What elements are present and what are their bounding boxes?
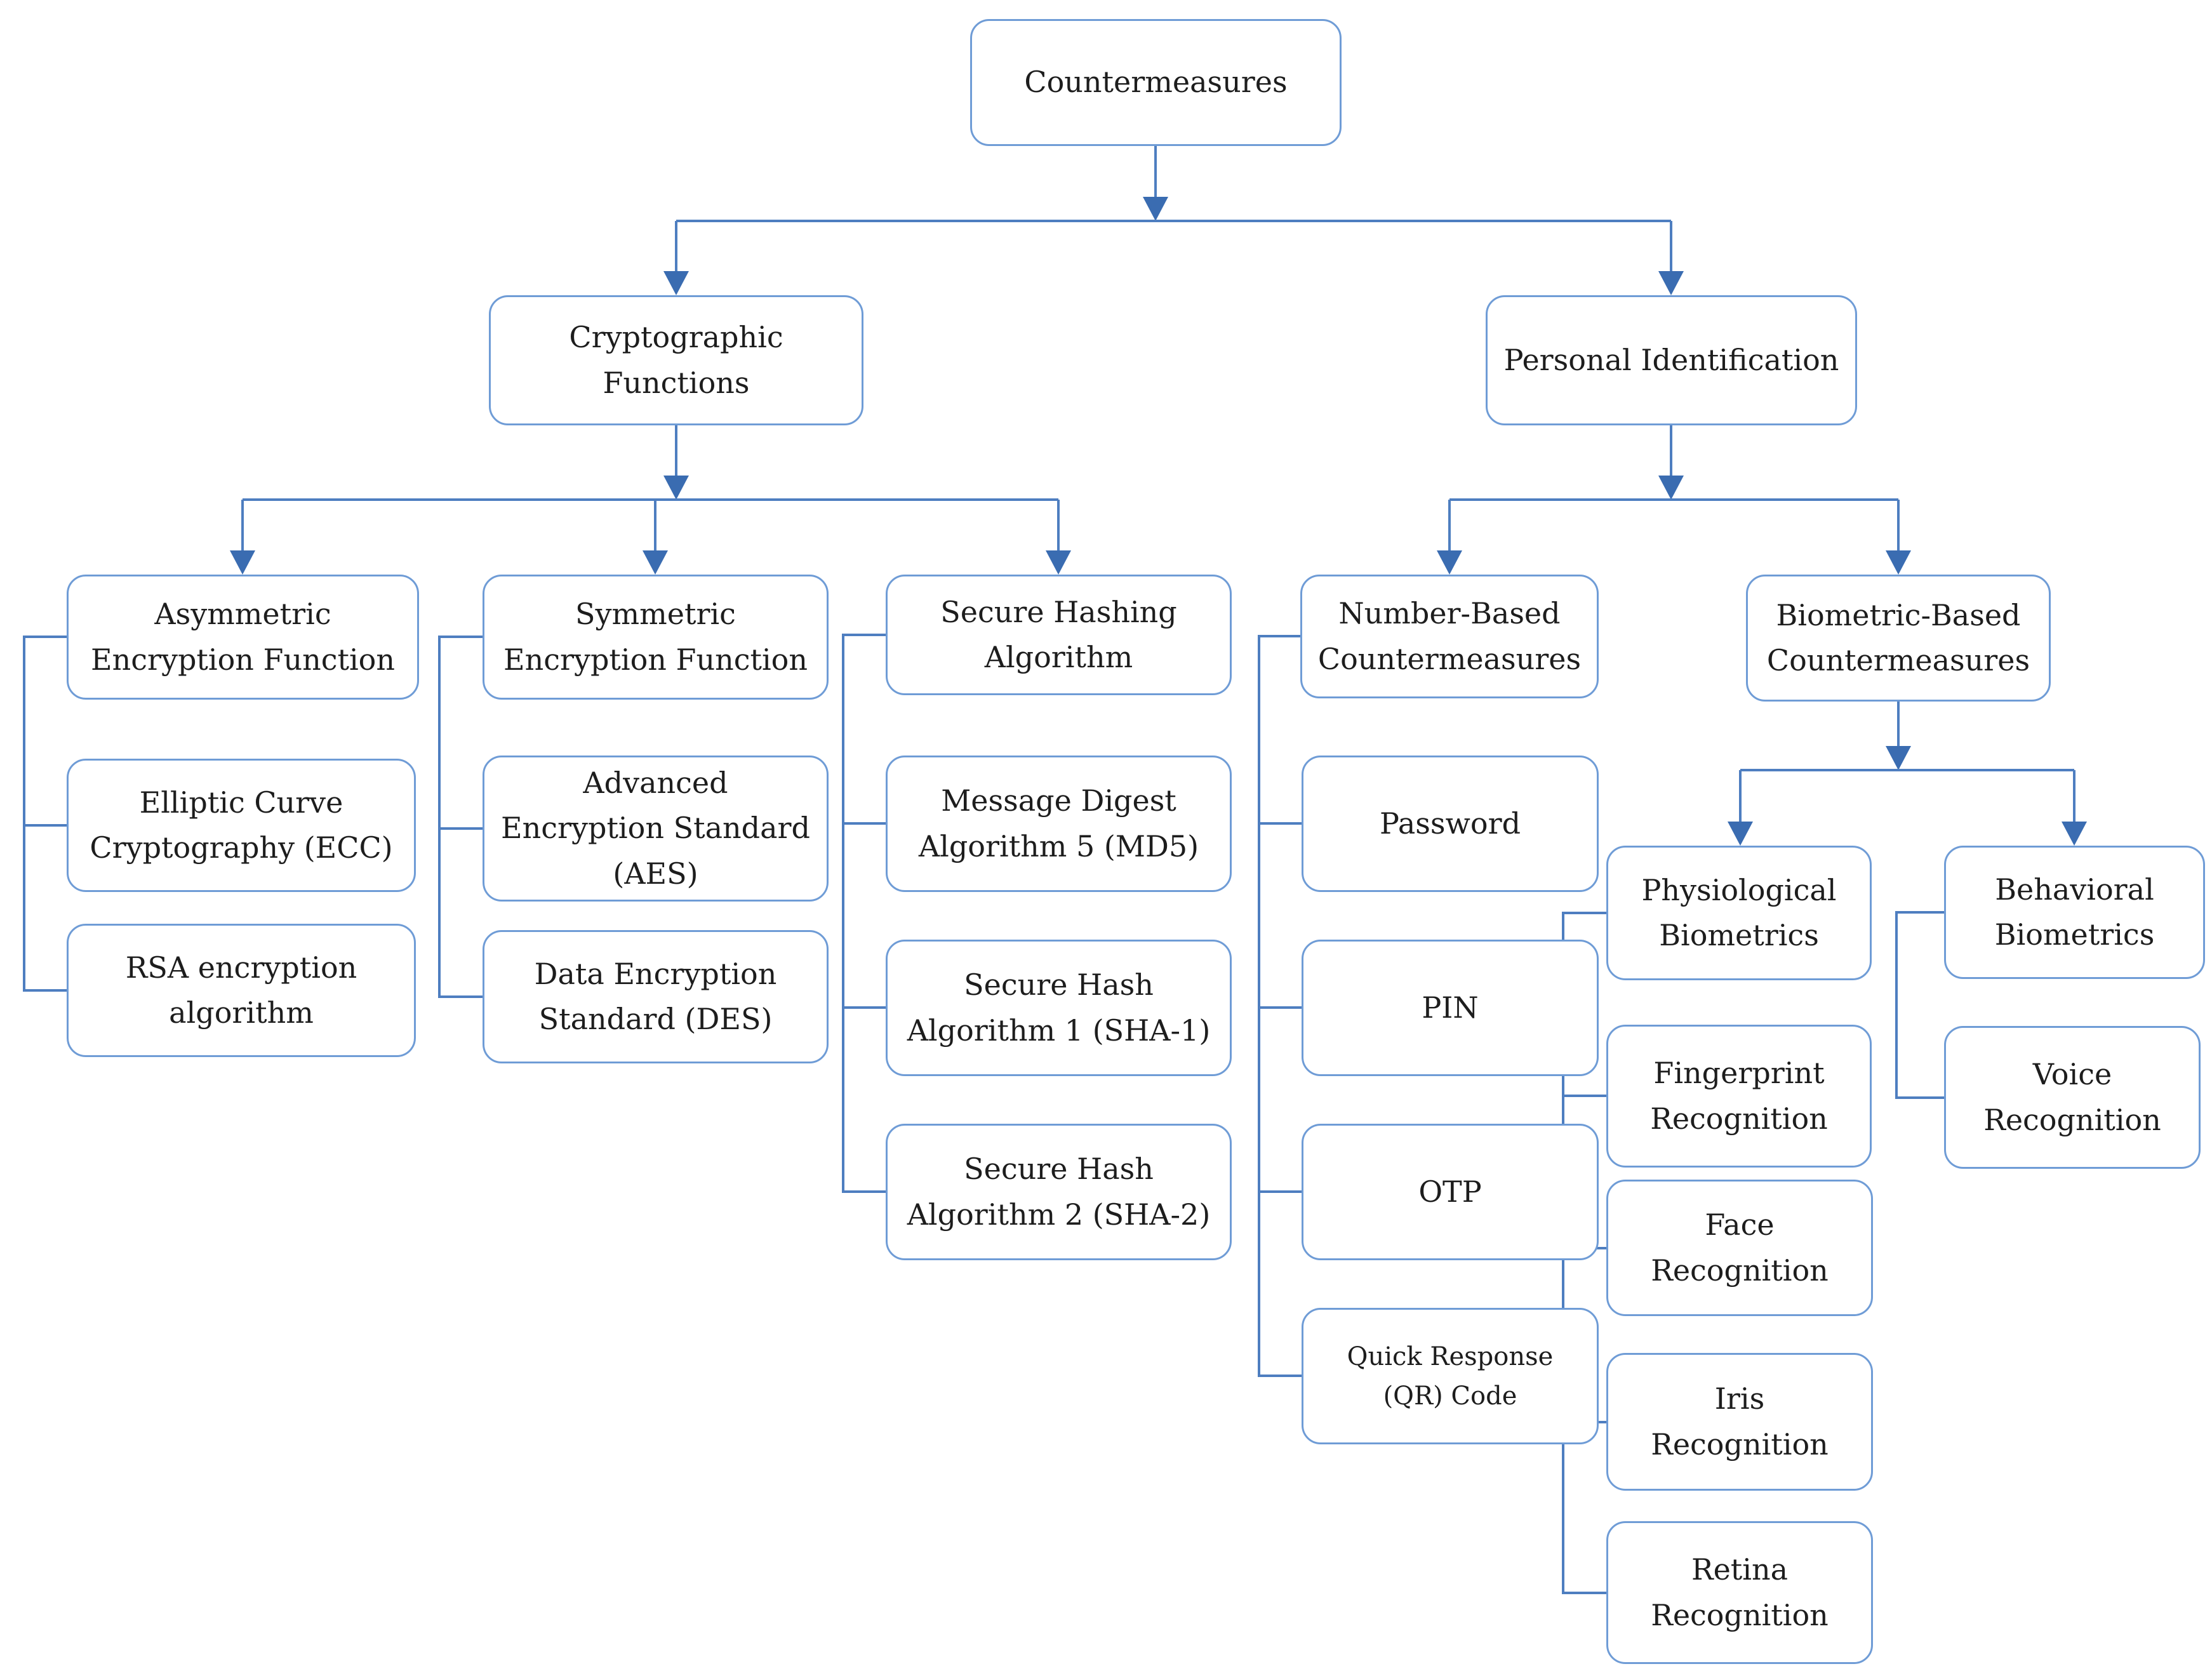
node-advanced-encryption-standard: Advanced Encryption Standard (AES): [483, 756, 829, 902]
connector-asym-bracket: [23, 636, 67, 992]
node-personal-identification: Personal Identification: [1486, 295, 1857, 425]
connector-biometric-split: [1728, 702, 2087, 846]
node-pin: PIN: [1302, 940, 1599, 1076]
node-otp: OTP: [1302, 1124, 1599, 1260]
node-fingerprint-recognition: Fingerprint Recognition: [1606, 1025, 1872, 1168]
node-physiological-biometrics: Physiological Biometrics: [1606, 846, 1872, 980]
node-face-recognition: Face Recognition: [1606, 1180, 1873, 1316]
node-cryptographic-functions: Cryptographic Functions: [489, 295, 863, 425]
node-quick-response-code: Quick Response (QR) Code: [1302, 1308, 1599, 1444]
node-behavioral-biometrics: Behavioral Biometrics: [1944, 846, 2205, 979]
connector-number-bracket: [1258, 635, 1302, 1377]
connector-sym-bracket: [438, 636, 483, 998]
connector-countermeasures-split: [663, 146, 1684, 295]
connector-hash-bracket: [842, 634, 886, 1193]
node-data-encryption-standard: Data Encryption Standard (DES): [483, 930, 829, 1063]
node-number-based-countermeasures: Number-Based Countermeasures: [1300, 575, 1599, 698]
connector-crypto-split: [230, 425, 1071, 575]
node-message-digest-algorithm-5: Message Digest Algorithm 5 (MD5): [886, 756, 1232, 892]
node-voice-recognition: Voice Recognition: [1944, 1026, 2201, 1169]
node-secure-hash-algorithm-2: Secure Hash Algorithm 2 (SHA-2): [886, 1124, 1232, 1260]
node-symmetric-encryption-function: Symmetric Encryption Function: [483, 575, 829, 700]
node-secure-hash-algorithm-1: Secure Hash Algorithm 1 (SHA-1): [886, 940, 1232, 1076]
node-iris-recognition: Iris Recognition: [1606, 1353, 1873, 1491]
node-countermeasures: Countermeasures: [970, 19, 1342, 146]
node-biometric-based-countermeasures: Biometric-Based Countermeasures: [1746, 575, 2051, 702]
connector-personal-split: [1437, 425, 1911, 575]
node-asymmetric-encryption-function: Asymmetric Encryption Function: [67, 575, 419, 700]
connector-behavioral-bracket: [1895, 911, 1944, 1099]
node-elliptic-curve-cryptography: Elliptic Curve Cryptography (ECC): [67, 759, 416, 892]
node-retina-recognition: Retina Recognition: [1606, 1521, 1873, 1664]
node-secure-hashing-algorithm: Secure Hashing Algorithm: [886, 575, 1232, 695]
node-rsa-encryption-algorithm: RSA encryption algorithm: [67, 924, 416, 1057]
node-password: Password: [1302, 756, 1599, 892]
